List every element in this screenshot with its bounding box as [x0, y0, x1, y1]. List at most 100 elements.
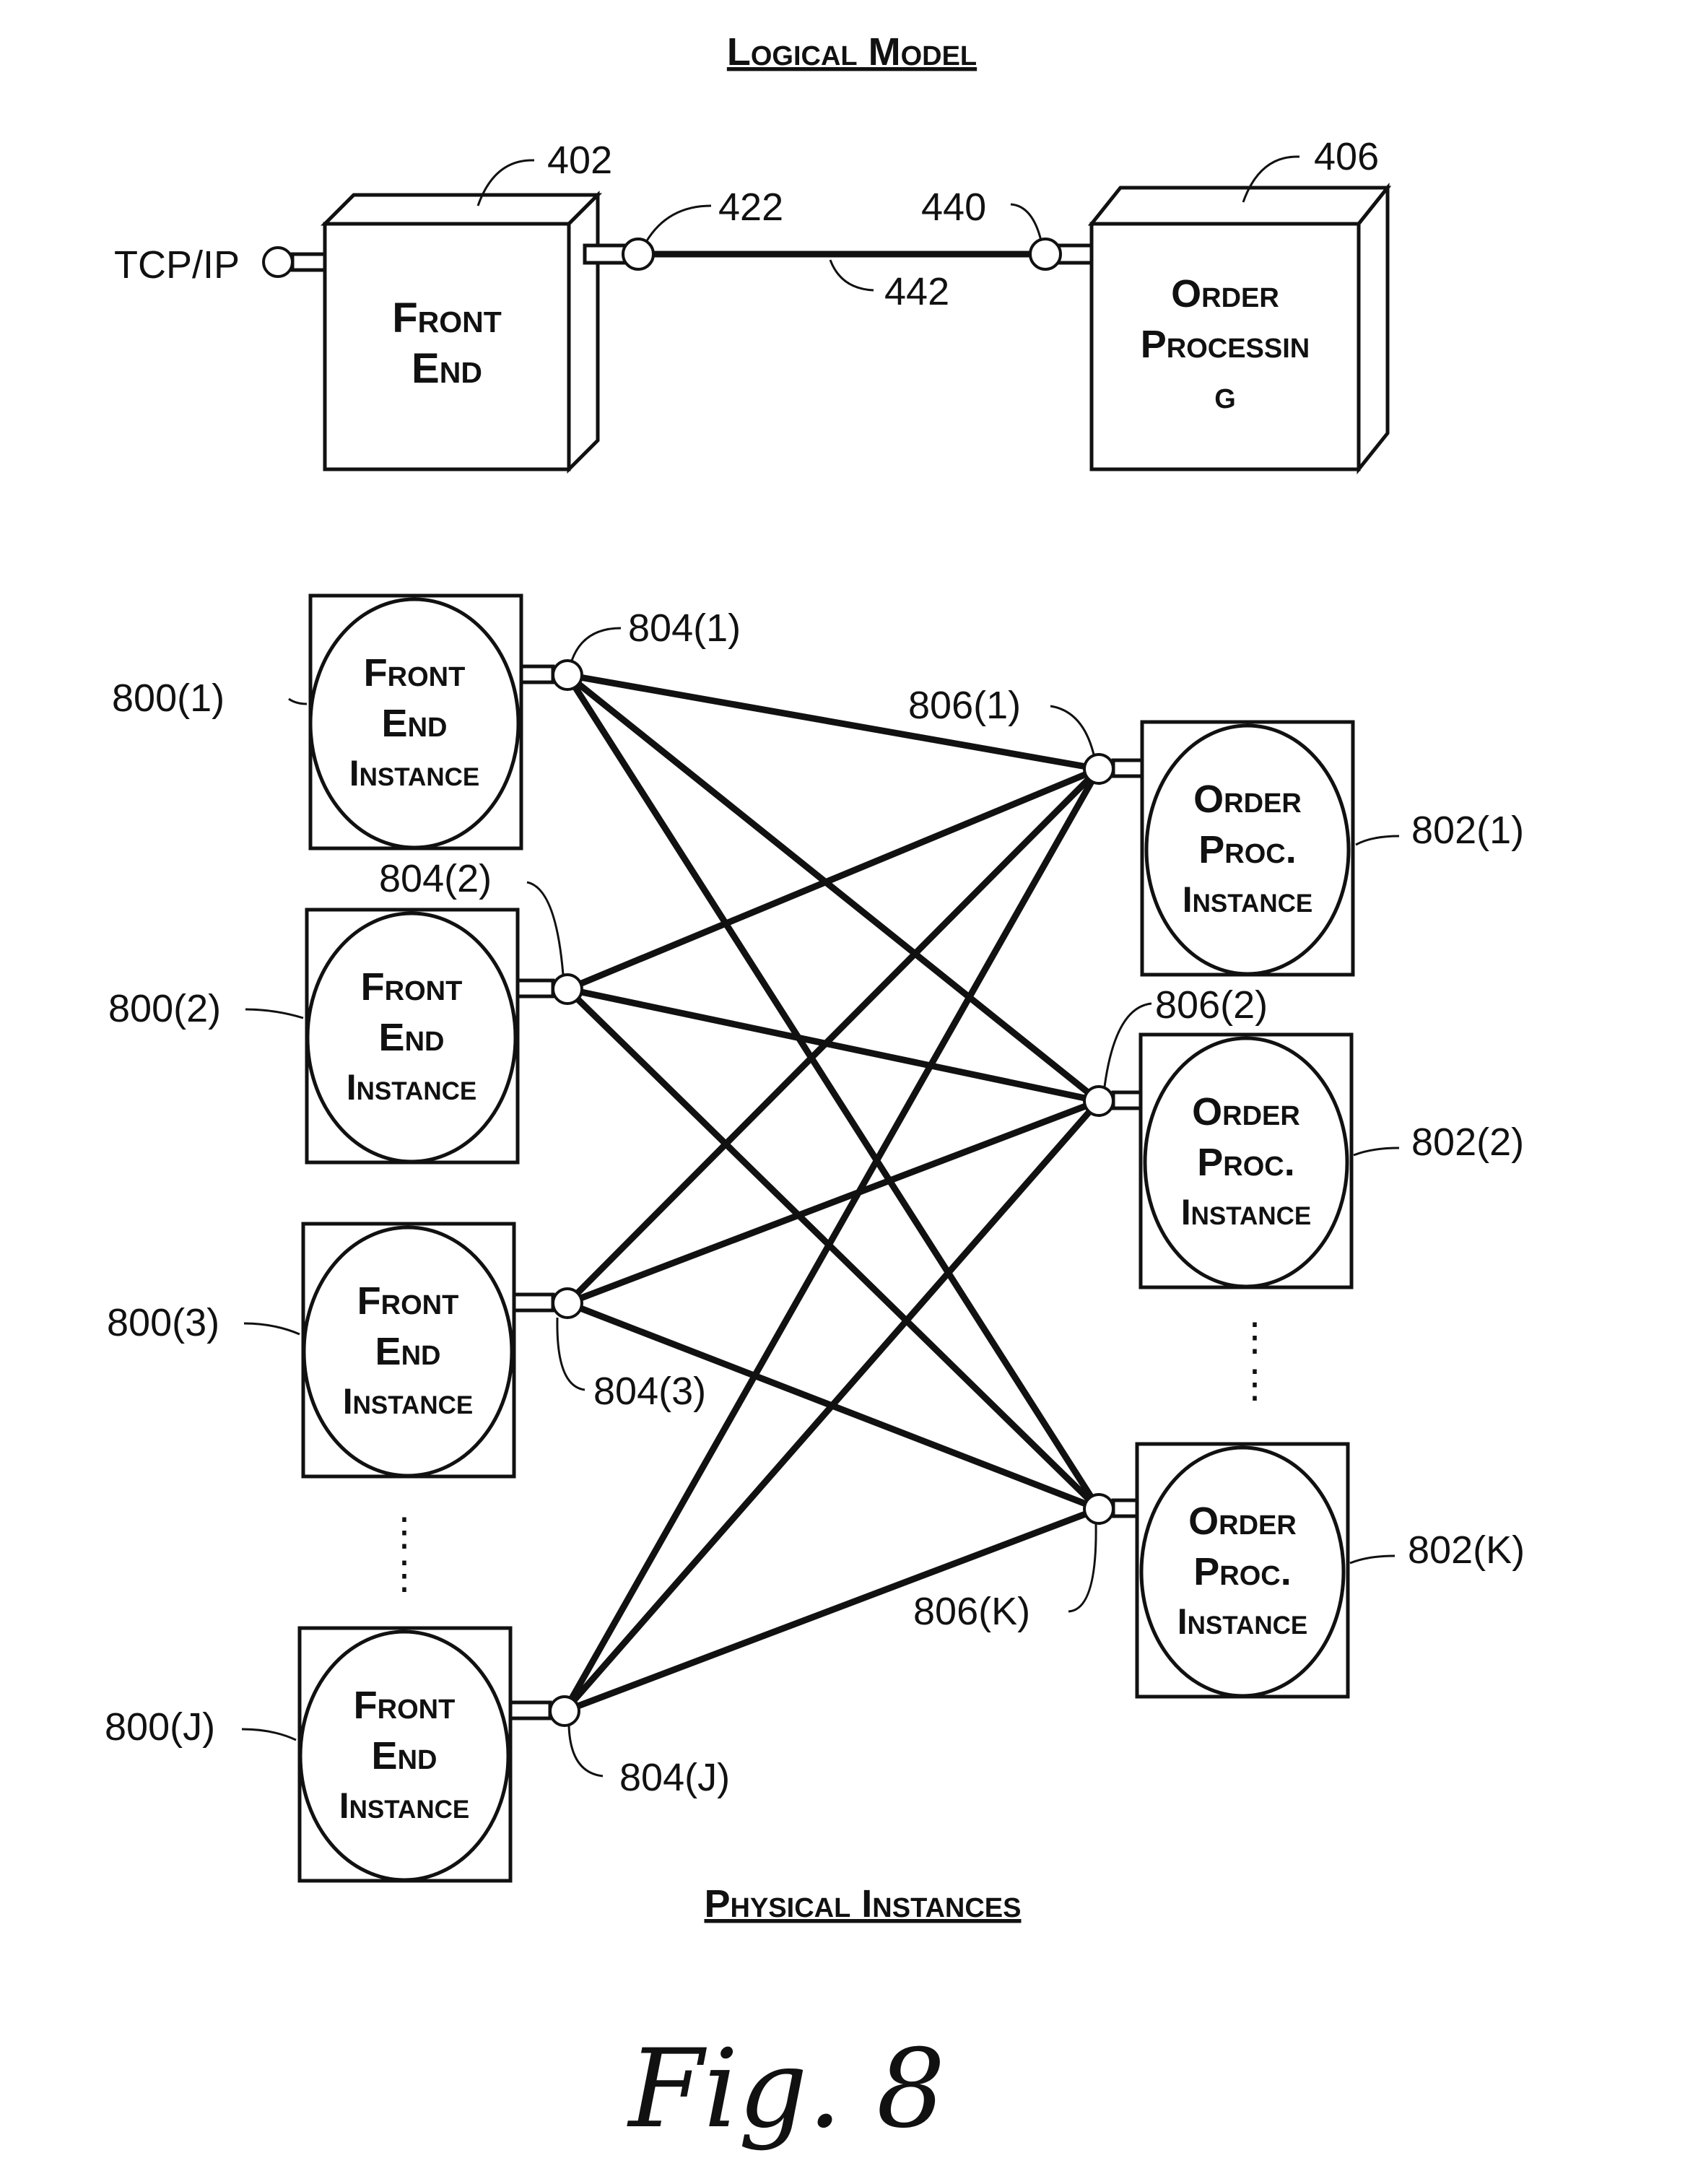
physical-instances-heading: Physical Instances	[704, 1882, 1021, 1926]
port-stub-804-2	[518, 980, 553, 996]
svg-text:Instance: Instance	[347, 1067, 476, 1108]
front-end-instance-1: Front End Instance	[310, 596, 521, 848]
svg-text:Front: Front	[361, 965, 463, 1009]
port-stub-806-1	[1113, 760, 1142, 776]
svg-text:Instance: Instance	[1183, 879, 1312, 920]
ref-leader-804-2	[527, 882, 563, 975]
port-node-422	[623, 239, 653, 269]
link-804-J-to-806-1	[565, 769, 1099, 1711]
port-stub-804-J	[510, 1702, 550, 1718]
order-processing-box: Order Processin g	[1092, 188, 1388, 469]
ref-802-1: 802(1)	[1411, 809, 1524, 852]
front-end-instance-2: Front End Instance	[307, 910, 518, 1162]
svg-text:Instance: Instance	[343, 1381, 473, 1422]
port-node-804-3	[553, 1289, 582, 1318]
port-node-806-1	[1084, 754, 1113, 783]
ref-804-3: 804(3)	[593, 1370, 706, 1413]
ref-800-3: 800(3)	[107, 1301, 219, 1344]
ref-leader-800-2	[245, 1009, 303, 1018]
ref-leader-802-2	[1354, 1148, 1399, 1155]
ref-804-J: 804(J)	[619, 1756, 730, 1799]
logical-model-heading: Logical Model	[727, 30, 977, 74]
order-processing-label-line2: Processin	[1141, 323, 1310, 366]
ref-leader-440	[1011, 204, 1041, 240]
order-ellipsis-2: ⋮	[1235, 1362, 1274, 1406]
port-node-806-K	[1084, 1495, 1113, 1523]
ref-leader-800-3	[244, 1323, 300, 1334]
svg-text:Front: Front	[364, 651, 466, 695]
order-proc-instance-K: Order Proc. Instance	[1137, 1444, 1348, 1697]
svg-text:Instance: Instance	[1177, 1601, 1307, 1642]
port-node-804-2	[553, 975, 582, 1004]
ref-leader-804-3	[557, 1318, 585, 1390]
ref-leader-422	[646, 206, 711, 242]
order-processing-label-line1: Order	[1171, 272, 1279, 316]
svg-text:Front: Front	[354, 1684, 456, 1727]
port-stub-806-K	[1113, 1500, 1137, 1516]
ref-leader-802-K	[1350, 1556, 1395, 1563]
ref-422: 422	[718, 186, 783, 229]
ref-leader-804-J	[569, 1726, 603, 1776]
front-end-instance-3: Front End Instance	[303, 1224, 514, 1476]
ref-804-1: 804(1)	[628, 606, 741, 650]
port-stub-804-3	[514, 1295, 553, 1310]
svg-text:End: End	[379, 1016, 445, 1059]
ref-806-2: 806(2)	[1155, 983, 1268, 1027]
svg-text:Order: Order	[1192, 1090, 1300, 1134]
front-end-box: Front End	[325, 195, 598, 469]
port-node-440	[1030, 239, 1061, 269]
svg-text:Instance: Instance	[349, 753, 479, 793]
tcpip-port-node	[264, 248, 292, 277]
ref-800-2: 800(2)	[108, 987, 221, 1030]
tcpip-port-stub	[292, 254, 325, 270]
front-end-label-line2: End	[412, 345, 482, 392]
connection-mesh	[565, 675, 1099, 1711]
port-node-804-1	[553, 661, 582, 689]
ref-406: 406	[1314, 135, 1379, 178]
front-ellipsis-2: ⋮	[385, 1554, 424, 1597]
ref-806-K: 806(K)	[913, 1590, 1030, 1633]
link-804-2-to-806-2	[567, 989, 1099, 1101]
ref-leader-800-1	[289, 699, 307, 704]
ref-leader-804-1	[572, 628, 621, 661]
tcpip-label: TCP/IP	[114, 243, 240, 287]
order-processing-label-line3: g	[1214, 373, 1236, 417]
port-stub-804-1	[521, 666, 553, 682]
svg-text:Instance: Instance	[339, 1785, 469, 1826]
order-proc-instance-1: Order Proc. Instance	[1142, 722, 1353, 975]
svg-text:End: End	[382, 702, 448, 745]
order-proc-instance-2: Order Proc. Instance	[1141, 1035, 1351, 1287]
svg-text:End: End	[375, 1330, 441, 1373]
port-stub-806-2	[1113, 1092, 1141, 1108]
ref-leader-800-J	[242, 1729, 296, 1740]
front-end-instance-J: Front End Instance	[300, 1628, 510, 1881]
ref-800-1: 800(1)	[112, 676, 225, 720]
ref-804-2: 804(2)	[379, 857, 492, 900]
svg-text:Proc.: Proc.	[1198, 828, 1296, 871]
ref-leader-806-1	[1050, 706, 1094, 754]
ref-442: 442	[884, 270, 949, 313]
svg-text:Order: Order	[1193, 778, 1302, 821]
svg-text:Proc.: Proc.	[1193, 1550, 1291, 1593]
link-804-2-to-806-K	[567, 989, 1099, 1509]
ref-800-J: 800(J)	[105, 1705, 215, 1749]
ref-leader-442	[830, 260, 874, 290]
svg-text:Front: Front	[357, 1279, 459, 1323]
svg-text:End: End	[372, 1734, 437, 1778]
order-ellipsis-1: ⋮	[1235, 1315, 1274, 1359]
ref-802-K: 802(K)	[1408, 1528, 1525, 1572]
front-ellipsis-1: ⋮	[385, 1510, 424, 1554]
ref-402: 402	[547, 139, 612, 182]
ref-leader-802-1	[1356, 836, 1399, 845]
front-end-label-line1: Front	[392, 295, 502, 341]
svg-text:Proc.: Proc.	[1197, 1141, 1294, 1184]
port-node-804-J	[550, 1697, 579, 1726]
svg-text:Instance: Instance	[1181, 1192, 1311, 1232]
link-804-3-to-806-2	[567, 1101, 1099, 1303]
ref-leader-806-K	[1068, 1523, 1096, 1611]
port-node-806-2	[1084, 1087, 1113, 1115]
figure-label: Fig. 8	[627, 2027, 946, 2152]
svg-text:Order: Order	[1188, 1500, 1297, 1543]
ref-806-1: 806(1)	[908, 684, 1021, 727]
